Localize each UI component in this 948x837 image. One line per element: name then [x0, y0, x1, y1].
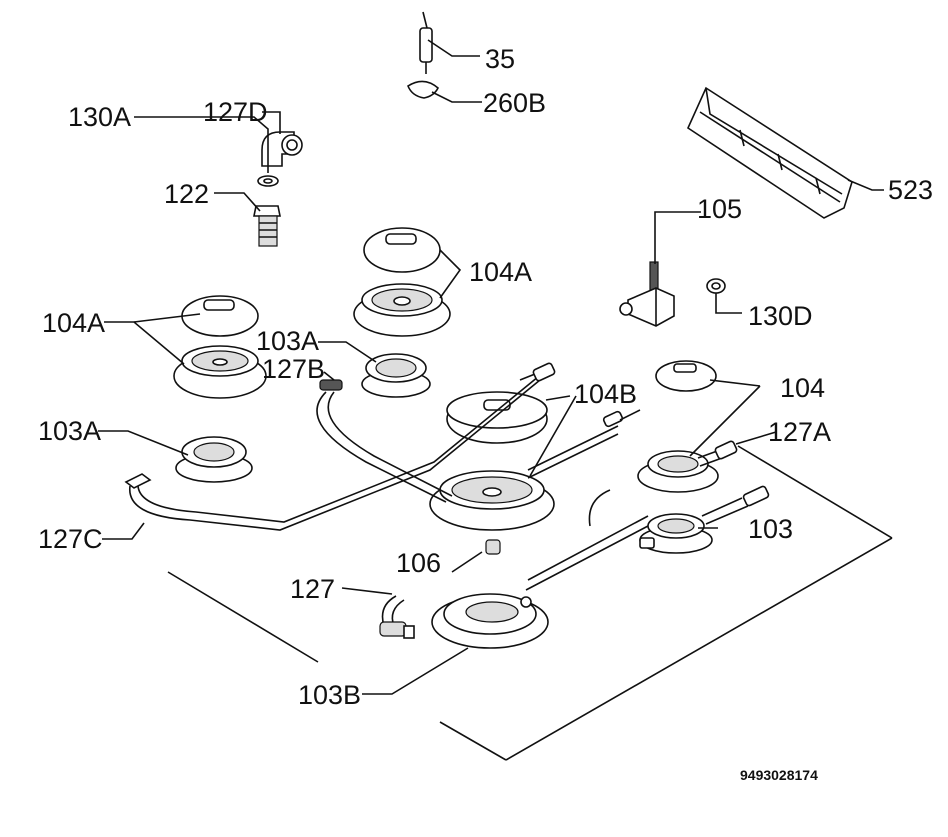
label-35: 35 — [485, 44, 515, 74]
label-105: 105 — [697, 194, 742, 224]
label-103b: 103B — [298, 680, 361, 710]
part-260b-clip — [407, 80, 439, 99]
label-103a-mid: 103A — [256, 326, 319, 356]
hob-outline — [167, 445, 893, 761]
part-104-head — [637, 450, 719, 493]
label-104: 104 — [780, 373, 825, 403]
callout-labels: 35 260B 130A 127D 122 523 105 130D 104A … — [38, 44, 933, 783]
part-35-electrode — [419, 11, 433, 74]
label-130a: 130A — [68, 102, 131, 132]
label-103a-left: 103A — [38, 416, 101, 446]
part-104a-cap-top — [363, 227, 441, 273]
gas-pipes — [124, 362, 770, 591]
part-104a-head-top — [353, 283, 451, 337]
part-127d-elbow — [261, 131, 303, 167]
part-103a-cup-mid — [361, 353, 431, 398]
part-104b-head — [429, 470, 555, 531]
label-103: 103 — [748, 514, 793, 544]
part-105-valve — [619, 261, 675, 327]
label-104b: 104B — [574, 379, 637, 409]
document-number: 9493028174 — [740, 767, 818, 783]
label-106: 106 — [396, 548, 441, 578]
part-103a-cup-left — [175, 436, 253, 483]
label-104a-top: 104A — [469, 257, 532, 287]
label-523: 523 — [888, 175, 933, 205]
part-130a-washer — [257, 175, 279, 187]
label-260b: 260B — [483, 88, 546, 118]
part-106-injector — [485, 539, 501, 555]
label-127b: 127B — [262, 354, 325, 384]
label-104a-left: 104A — [42, 308, 105, 338]
part-127-pipe — [379, 595, 415, 639]
part-104b-cap — [446, 391, 548, 444]
part-103-cup — [639, 513, 713, 554]
leader-lines — [98, 39, 884, 695]
part-127b-fitting — [319, 379, 343, 391]
label-127: 127 — [290, 574, 335, 604]
label-127d: 127D — [203, 97, 268, 127]
label-122: 122 — [164, 179, 209, 209]
part-122-fitting — [253, 205, 281, 247]
label-130d: 130D — [748, 301, 813, 331]
label-127c: 127C — [38, 524, 103, 554]
part-130d-washer — [706, 278, 726, 294]
part-103b-burner — [431, 593, 549, 649]
part-104-cap — [655, 360, 717, 392]
part-104a-cap-left — [181, 295, 259, 337]
label-127a: 127A — [768, 417, 831, 447]
part-523-bracket — [686, 86, 853, 219]
part-104a-head-left — [173, 345, 267, 399]
